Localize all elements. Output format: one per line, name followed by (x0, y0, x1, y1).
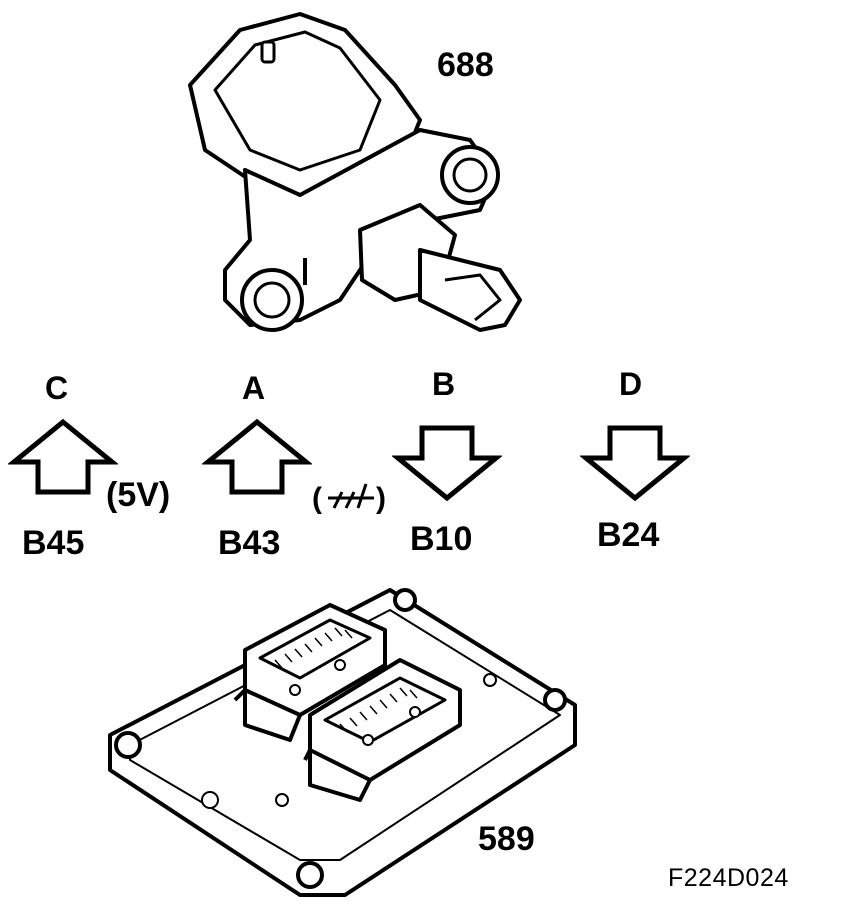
voltage-note: (5V) (106, 476, 171, 514)
sensor-ref-label: 688 (437, 46, 494, 84)
terminal-b45: B45 (22, 524, 85, 562)
terminal-b24: B24 (597, 516, 660, 554)
arrow-down-icon (392, 425, 502, 502)
svg-text:): ) (376, 482, 386, 515)
ground-icon: ( ) (312, 482, 386, 515)
arrow-down-icon (580, 425, 690, 502)
control-module-ref-label: 589 (478, 820, 535, 858)
pin-letter-a: A (242, 370, 266, 406)
pin-letter-b: B (432, 366, 456, 402)
arrow-up-icon (8, 418, 118, 495)
figure-code: F224D024 (668, 864, 789, 892)
svg-text:(: ( (312, 482, 322, 515)
pin-letter-c: C (45, 370, 69, 406)
terminal-b10: B10 (410, 520, 473, 558)
pin-letter-d: D (619, 366, 643, 402)
terminal-b43: B43 (218, 524, 281, 562)
arrow-up-icon (202, 418, 312, 495)
